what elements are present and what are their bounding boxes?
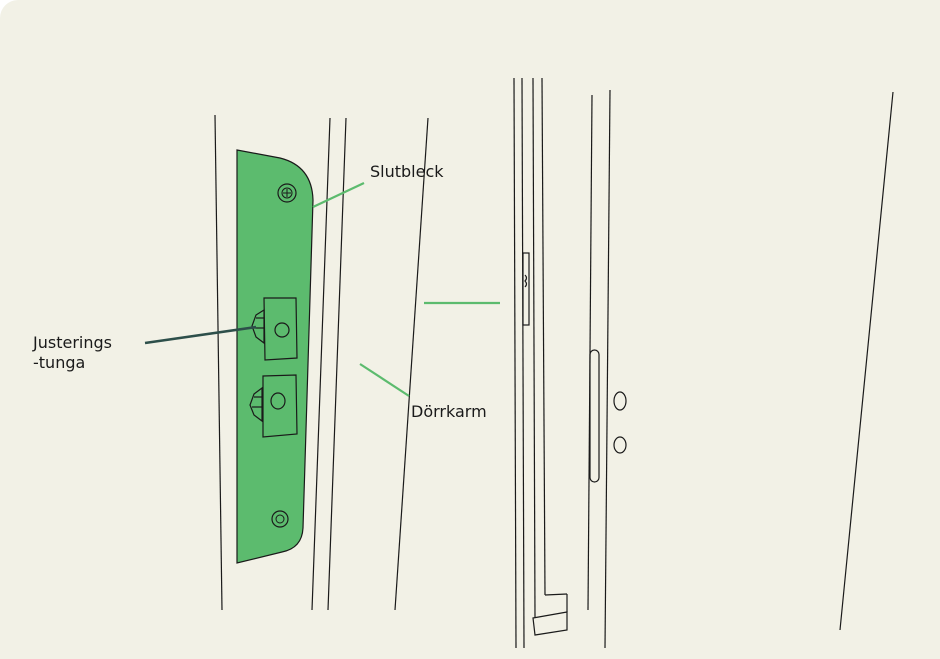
door-frame-label: Dörrkarm: [411, 402, 487, 421]
door-edge-line: [513, 77, 517, 649]
slutbleck-leader-line: [312, 182, 365, 208]
door-face-line: [604, 89, 611, 649]
dorrkarm-leader-line: [359, 363, 410, 397]
door-far-edge-line: [839, 91, 894, 631]
justeringstunga-leader-line: [144, 325, 257, 345]
adjustment-tongue-upper: [251, 297, 298, 361]
frame-line: [214, 114, 223, 611]
handle-recess: [589, 349, 600, 483]
frame-line: [311, 117, 331, 611]
frame-line: [394, 117, 429, 611]
door-bottom-line: [544, 593, 568, 596]
strike-plate: [236, 149, 314, 564]
door-edge-line: [521, 77, 525, 649]
latch-bolt: [524, 274, 528, 288]
top-screw-icon: [277, 183, 297, 203]
door-edge-line: [541, 77, 546, 596]
door-edge-line: [532, 77, 536, 619]
latch-plate: [522, 252, 530, 326]
keyhole-icon: [613, 391, 627, 411]
strike-plate-label: Slutbleck: [370, 162, 444, 181]
adjustment-tongue-lower: [249, 374, 298, 438]
door: [513, 77, 894, 649]
thumbturn-hole-icon: [613, 436, 627, 454]
adjustment-tongue-label: Justerings -tunga: [33, 333, 112, 372]
door-bottom-corner: [532, 611, 568, 636]
frame-line: [327, 117, 347, 611]
bottom-screw-icon: [271, 510, 289, 528]
